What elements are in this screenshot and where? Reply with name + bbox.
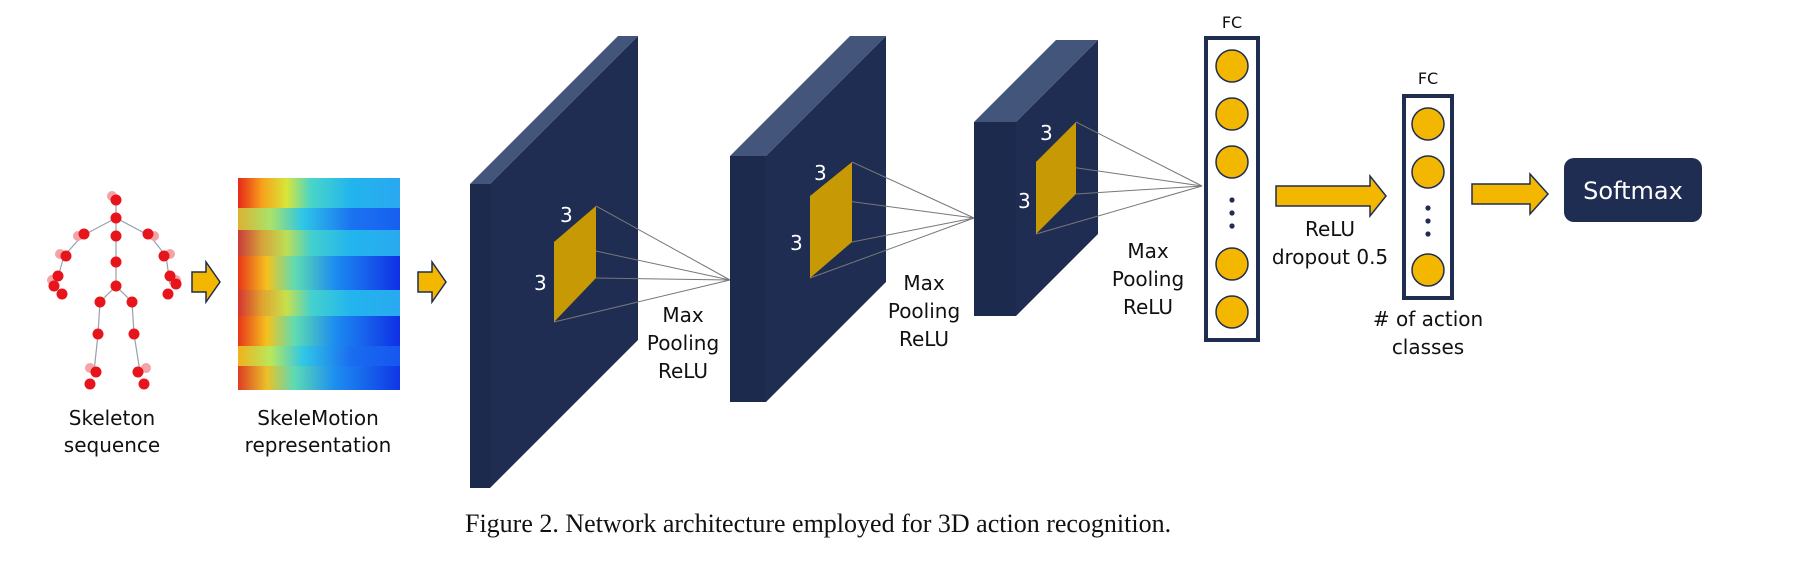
kernel-width-label: 3 bbox=[1040, 121, 1053, 145]
kernel-height-label: 3 bbox=[790, 231, 803, 255]
relu-dropout-line2: dropout 0.5 bbox=[1272, 245, 1388, 269]
pool3-label-line3: ReLU bbox=[1123, 295, 1173, 319]
skelemotion-label-line1: SkeleMotion bbox=[257, 406, 379, 430]
arrow-icon bbox=[1275, 173, 1387, 219]
conv-layer-1 bbox=[470, 36, 731, 488]
conv-layer-2 bbox=[730, 36, 975, 402]
skelemotion-heatmap-image bbox=[238, 178, 400, 390]
conv-layer-3 bbox=[974, 40, 1203, 316]
arrow-icon bbox=[191, 259, 221, 305]
kernel-height-label: 3 bbox=[1018, 189, 1031, 213]
neuron bbox=[1411, 253, 1445, 287]
pool2-label-line3: ReLU bbox=[899, 327, 949, 351]
kernel-square bbox=[554, 206, 596, 322]
pool1-label-line3: ReLU bbox=[658, 359, 708, 383]
kernel-square bbox=[1036, 122, 1076, 234]
pool1-label-line2: Pooling bbox=[647, 331, 719, 355]
kernel-height-label: 3 bbox=[534, 271, 547, 295]
neuron bbox=[1215, 97, 1249, 131]
softmax-label: Softmax bbox=[1583, 177, 1683, 205]
arrow-icon bbox=[417, 259, 447, 305]
fc-layer-1 bbox=[1204, 36, 1260, 342]
kernel-width-label: 3 bbox=[814, 161, 827, 185]
classes-label-line1: # of action bbox=[1373, 307, 1483, 331]
skeleton-label-line2: sequence bbox=[64, 433, 160, 457]
fc2-title: FC bbox=[1418, 69, 1438, 88]
pool1-label-line1: Max bbox=[662, 303, 704, 327]
neuron bbox=[1215, 295, 1249, 329]
neuron bbox=[1215, 49, 1249, 83]
kernel-square bbox=[810, 162, 852, 278]
classes-label-line2: classes bbox=[1392, 335, 1464, 359]
fc-layer-2 bbox=[1402, 94, 1454, 300]
skelemotion-label-line2: representation bbox=[245, 433, 392, 457]
neuron bbox=[1215, 247, 1249, 281]
figure-caption: Figure 2. Network architecture employed … bbox=[465, 509, 1171, 538]
softmax-box bbox=[1564, 158, 1702, 222]
neuron bbox=[1215, 145, 1249, 179]
arrow-icon bbox=[1471, 172, 1550, 216]
pool3-label-line1: Max bbox=[1127, 239, 1169, 263]
neuron bbox=[1411, 107, 1445, 141]
pool3-label-line2: Pooling bbox=[1112, 267, 1184, 291]
pool2-label-line1: Max bbox=[903, 271, 945, 295]
skeleton-figure-icon bbox=[47, 191, 182, 390]
fc1-title: FC bbox=[1222, 13, 1242, 32]
kernel-width-label: 3 bbox=[560, 203, 573, 227]
skeleton-label-line1: Skeleton bbox=[69, 406, 155, 430]
pool2-label-line2: Pooling bbox=[888, 299, 960, 323]
relu-dropout-line1: ReLU bbox=[1305, 217, 1355, 241]
neuron bbox=[1411, 155, 1445, 189]
